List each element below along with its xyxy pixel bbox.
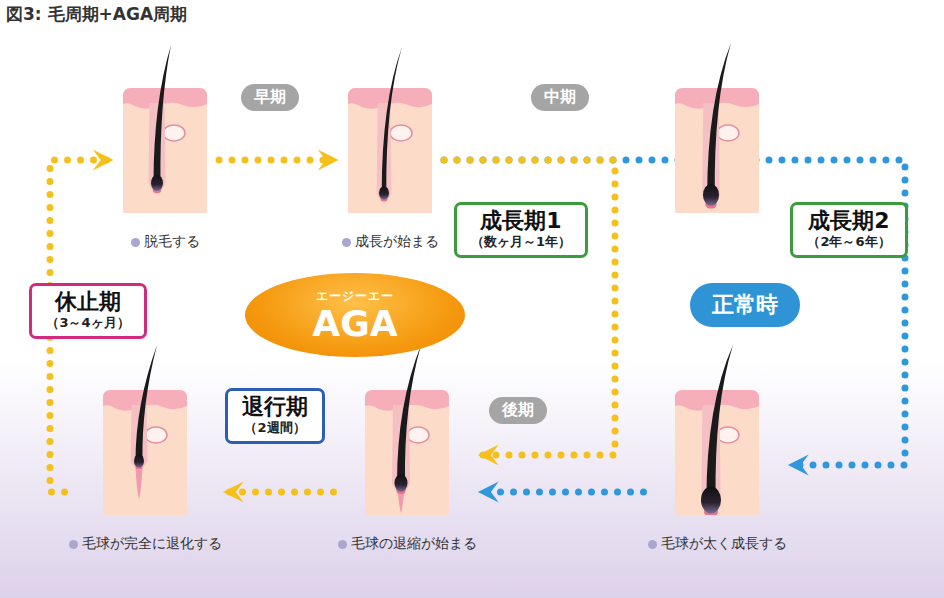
stage-box: 成長期2（2年～6年） <box>790 202 907 258</box>
stage-box: 退行期（2週間） <box>225 388 325 444</box>
caption-row: 脱毛する <box>131 233 200 251</box>
bullet-dot <box>131 238 140 247</box>
caption-row: 成長が始まる <box>342 233 439 251</box>
node-sublabel: （2週間） <box>242 420 308 437</box>
hair-follicle-illustration <box>667 345 767 515</box>
hair-stage-panel: 成長が始まる <box>340 43 440 251</box>
hair-shaft <box>382 47 402 193</box>
hair-follicle-illustration <box>115 43 215 213</box>
node-sublabel: （数ヶ月～1年） <box>471 234 571 251</box>
hair-bulb <box>395 474 408 492</box>
node-sublabel: AGA <box>312 305 397 343</box>
dotted-cycle-arrow <box>219 157 336 164</box>
node-label: 正常時 <box>712 290 778 320</box>
node-label: 後期 <box>502 400 534 421</box>
node-label: 成長期2 <box>807 208 890 234</box>
hair-follicle-illustration <box>340 43 440 213</box>
aga-ellipse: エージーエーAGA <box>245 273 465 357</box>
hair-shaft <box>136 345 158 461</box>
phase-pill: 早期 <box>241 84 299 111</box>
hair-follicle-illustration <box>675 43 759 213</box>
lavender-band <box>0 360 944 598</box>
hair-bulb <box>379 186 389 200</box>
bullet-dot <box>69 540 78 549</box>
sebaceous-gland <box>390 125 412 141</box>
node-label: 成長期1 <box>471 208 571 234</box>
bullet-dot <box>338 540 347 549</box>
hair-bulb <box>151 175 163 191</box>
bullet-dot <box>648 540 657 549</box>
node-label: 早期 <box>254 87 286 108</box>
hair-bulb <box>703 184 719 206</box>
hair-bulb <box>701 487 721 514</box>
sebaceous-gland <box>163 125 185 141</box>
hair-follicle-illustration <box>357 345 457 515</box>
caption-text: 毛球の退縮が始まる <box>351 535 477 553</box>
hair-bulb <box>134 454 144 468</box>
sebaceous-gland <box>145 427 167 443</box>
node-sublabel: （2年～6年） <box>807 234 890 251</box>
normal-pill: 正常時 <box>690 283 800 327</box>
sebaceous-gland <box>407 427 429 443</box>
hair-stage-panel: 毛球が完全に退化する <box>69 345 222 553</box>
caption-row: 毛球が太く成長する <box>648 535 787 553</box>
hair-shaft <box>706 345 733 500</box>
dotted-cycle-arrow <box>226 489 334 496</box>
phase-pill: 中期 <box>531 84 589 111</box>
node-sublabel: （3～4ヶ月） <box>46 315 129 332</box>
dotted-cycle-arrow <box>444 160 615 455</box>
diagram-title: 図3: 毛周期+AGA周期 <box>6 3 187 26</box>
caption-text: 毛球が完全に退化する <box>82 535 222 553</box>
sebaceous-gland <box>717 427 739 443</box>
node-label: 退行期 <box>242 394 308 420</box>
hair-stage-panel: 毛球が太く成長する <box>648 345 787 553</box>
phase-pill: 後期 <box>489 397 547 424</box>
skin-block <box>123 88 207 213</box>
caption-text: 毛球が太く成長する <box>661 535 787 553</box>
hair-shaft <box>397 345 421 483</box>
node-label: 中期 <box>544 87 576 108</box>
caption-text: 成長が始まる <box>355 233 439 251</box>
bullet-dot <box>342 238 351 247</box>
epidermis <box>123 88 207 109</box>
hair-shaft <box>154 45 172 183</box>
hair-stage-panel: 毛球の退縮が始まる <box>338 345 477 553</box>
caption-row: 毛球が完全に退化する <box>69 535 222 553</box>
caption-row: 毛球の退縮が始まる <box>338 535 477 553</box>
hair-stage-panel: 脱毛する <box>115 43 215 251</box>
hair-shaft <box>707 43 731 195</box>
node-label: エージーエー <box>316 288 394 305</box>
dotted-cycle-arrow <box>481 489 644 496</box>
hair-follicle-illustration <box>95 345 195 515</box>
stage-box: 休止期（3～4ヶ月） <box>29 283 146 339</box>
caption-text: 脱毛する <box>144 233 200 251</box>
node-label: 休止期 <box>46 289 129 315</box>
stage-box: 成長期1（数ヶ月～1年） <box>454 202 588 258</box>
sebaceous-gland <box>717 125 739 141</box>
